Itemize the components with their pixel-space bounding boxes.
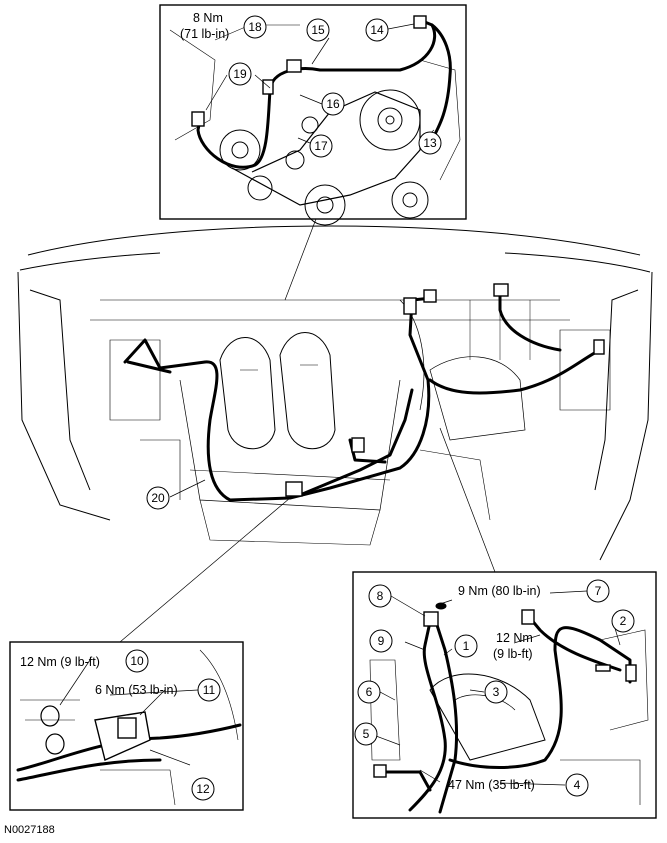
svg-text:5: 5 [363,727,370,741]
svg-text:8: 8 [377,589,384,603]
svg-text:17: 17 [314,139,328,153]
callout-15: 15 [306,18,330,42]
svg-text:18: 18 [248,20,262,34]
svg-text:6: 6 [366,685,373,699]
torque-labels: 8 Nm (71 lb-in) 9 Nm (80 lb-in) 12 Nm (9… [20,11,541,792]
callout-16: 16 [321,92,345,116]
torque-1-line2: (9 lb-ft) [493,647,533,661]
torque-10: 12 Nm (9 lb-ft) [20,655,100,669]
callout-11: 11 [197,678,221,702]
callout-9: 9 [369,629,393,653]
svg-text:10: 10 [130,654,144,668]
callout-3: 3 [484,680,508,704]
callout-6: 6 [357,680,381,704]
svg-text:9: 9 [378,634,385,648]
callout-7: 7 [586,579,610,603]
callout-12: 12 [191,777,215,801]
callout-14: 14 [365,18,389,42]
callout-13: 13 [418,131,442,155]
svg-text:16: 16 [326,97,340,111]
svg-text:11: 11 [203,683,216,697]
torque-18-line2: (71 lb-in) [180,27,229,41]
svg-text:4: 4 [574,778,581,792]
svg-text:2: 2 [620,614,627,628]
callout-8: 8 [368,584,392,608]
callout-4: 4 [565,773,589,797]
engine-bay-illustration [17,225,653,561]
torque-11: 6 Nm (53 lb-in) [95,683,178,697]
svg-text:13: 13 [423,136,437,150]
svg-text:7: 7 [595,584,602,598]
torque-7: 9 Nm (80 lb-in) [458,584,541,598]
callout-18: 18 [243,15,267,39]
svg-text:15: 15 [311,23,325,37]
inset-top [159,4,467,226]
callout-1: 1 [454,634,478,658]
callout-19: 19 [228,62,252,86]
vacuum-harness-main [123,288,602,502]
torque-1-line1: 12 Nm [496,631,533,645]
main-harness-connectors [285,283,605,497]
svg-text:14: 14 [370,23,384,37]
svg-text:20: 20 [151,491,165,505]
figure-id: N0027188 [4,824,55,836]
callout-17: 17 [309,134,333,158]
callouts: 18 15 14 19 16 17 13 20 7 8 2 9 1 3 6 5 … [125,15,635,801]
callout-5: 5 [354,722,378,746]
svg-text:12: 12 [196,782,210,796]
svg-text:19: 19 [233,67,247,81]
callout-20: 20 [146,486,170,510]
callout-10: 10 [125,649,149,673]
torque-4: 47 Nm (35 lb-ft) [448,778,535,792]
callout-2: 2 [611,609,635,633]
svg-text:1: 1 [463,639,470,653]
torque-18-line1: 8 Nm [193,11,223,25]
svg-text:3: 3 [493,685,500,699]
